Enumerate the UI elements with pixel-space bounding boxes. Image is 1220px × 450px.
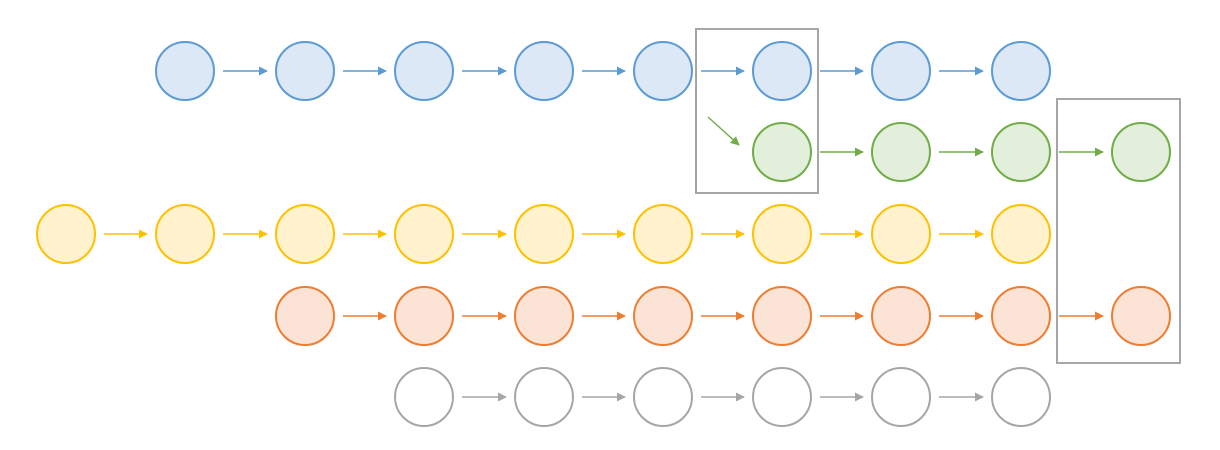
gray-node [991, 367, 1051, 427]
yellow-node [155, 204, 215, 264]
yellow-node [275, 204, 335, 264]
orange-node [752, 286, 812, 346]
orange-node [394, 286, 454, 346]
branch-arrow [707, 116, 740, 146]
blue-node [991, 41, 1051, 101]
yellow-node [991, 204, 1051, 264]
green-node [1111, 122, 1171, 182]
orange-node [1111, 286, 1171, 346]
highlight-boxes [695, 28, 1181, 364]
yellow-node [514, 204, 574, 264]
nodes [36, 41, 1171, 427]
blue-node [275, 41, 335, 101]
blue-node [752, 41, 812, 101]
gray-node [394, 367, 454, 427]
orange-node [991, 286, 1051, 346]
green-node [871, 122, 931, 182]
green-node [991, 122, 1051, 182]
gray-node [514, 367, 574, 427]
yellow-node [394, 204, 454, 264]
yellow-node [633, 204, 693, 264]
orange-node [633, 286, 693, 346]
blue-node [155, 41, 215, 101]
blue-node [394, 41, 454, 101]
yellow-node [752, 204, 812, 264]
orange-node [871, 286, 931, 346]
gray-node [871, 367, 931, 427]
highlight-box-1 [695, 28, 819, 194]
green-node [752, 122, 812, 182]
orange-node [514, 286, 574, 346]
gray-node [633, 367, 693, 427]
yellow-node [36, 204, 96, 264]
gray-node [752, 367, 812, 427]
yellow-node [871, 204, 931, 264]
arrows [104, 66, 1104, 402]
orange-node [275, 286, 335, 346]
blue-node [871, 41, 931, 101]
blue-node [633, 41, 693, 101]
blue-node [514, 41, 574, 101]
highlight-box-2 [1056, 98, 1181, 364]
